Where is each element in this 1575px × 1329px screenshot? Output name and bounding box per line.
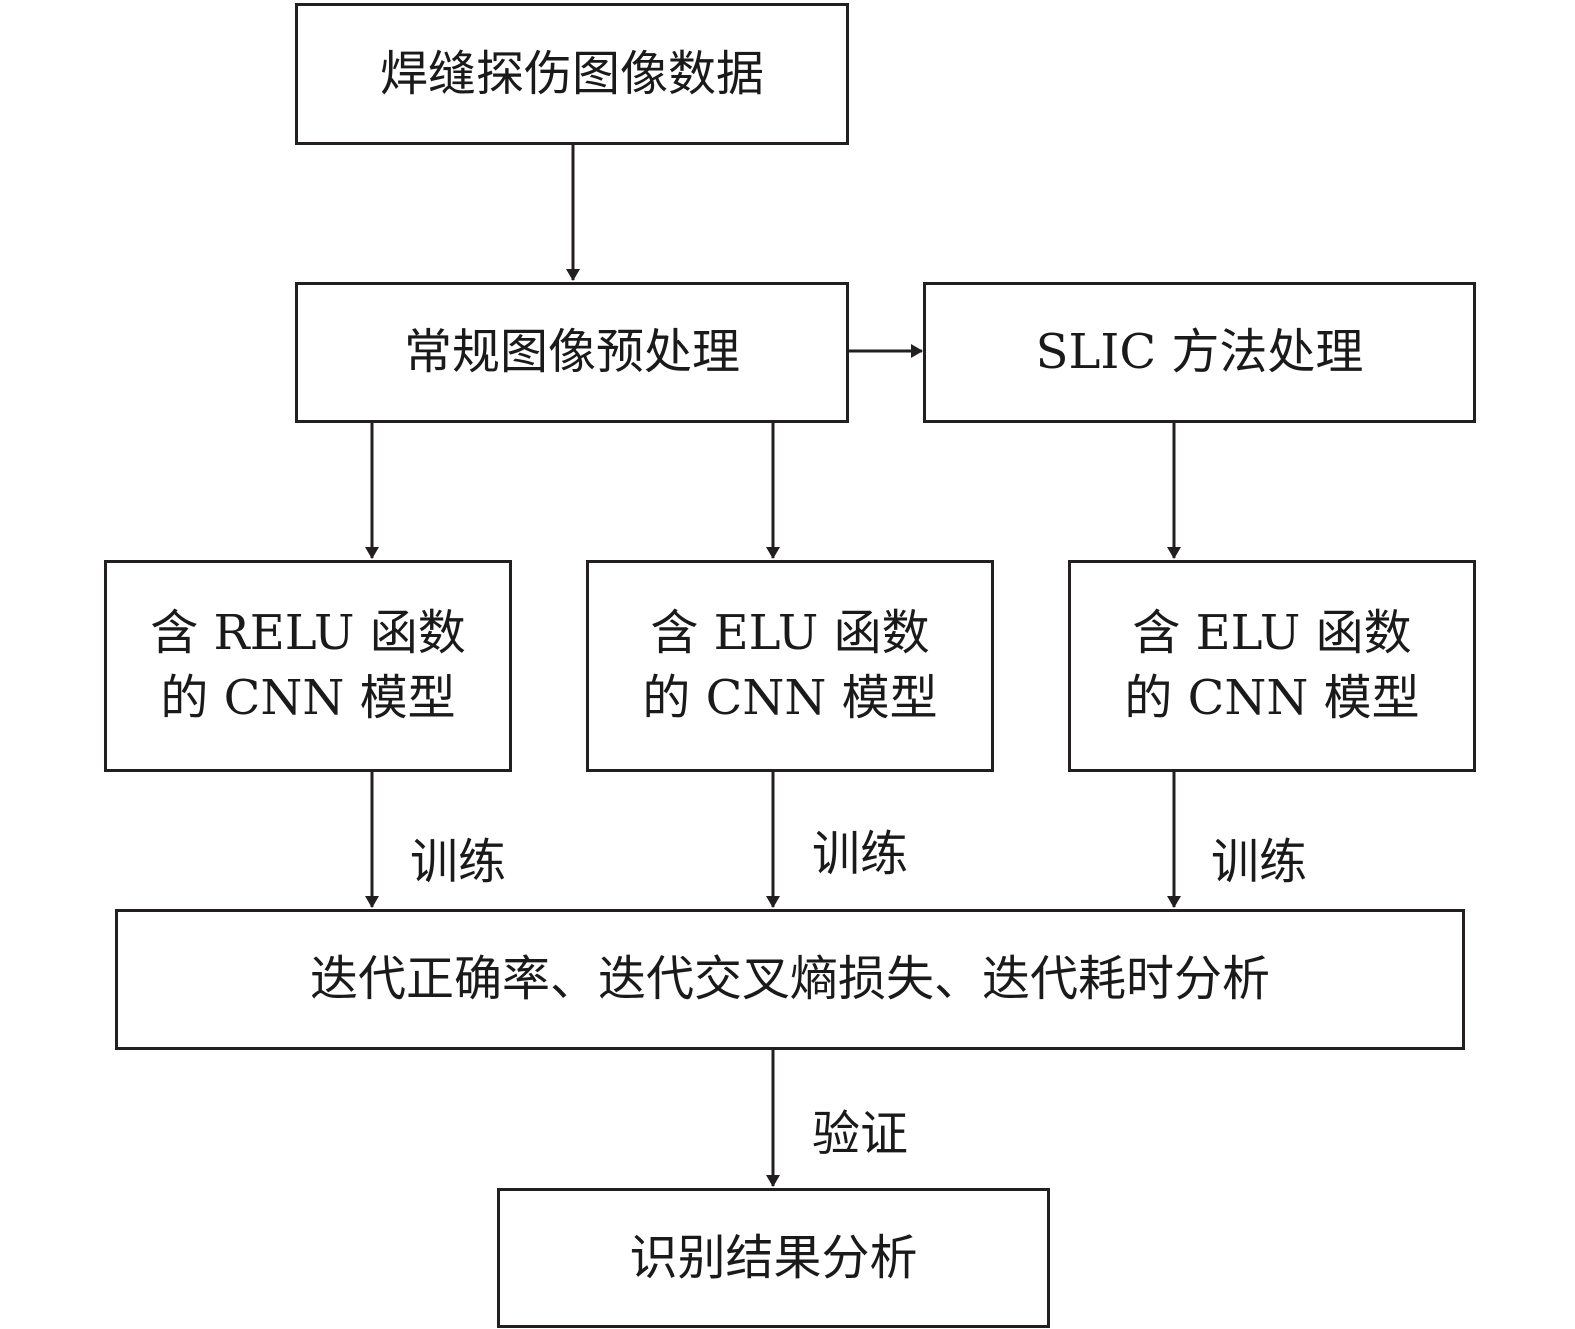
edge-label-train-2: 训练 — [812, 826, 909, 882]
node-cnn-relu-label: 含 RELU 函数 的 CNN 模型 — [150, 605, 466, 726]
edge-label-train-3: 训练 — [1211, 834, 1308, 890]
node-result-label: 识别结果分析 — [629, 1229, 918, 1286]
node-cnn-elu: 含 ELU 函数 的 CNN 模型 — [586, 560, 994, 772]
node-analysis-label: 迭代正确率、迭代交叉熵损失、迭代耗时分析 — [309, 951, 1270, 1008]
node-cnn-elu-slic-label: 含 ELU 函数 的 CNN 模型 — [1124, 605, 1420, 726]
edge-label-verify: 验证 — [812, 1106, 909, 1162]
node-source-data-label: 焊缝探伤图像数据 — [379, 45, 764, 102]
edge-label-train-1: 训练 — [410, 834, 507, 890]
node-cnn-elu-slic: 含 ELU 函数 的 CNN 模型 — [1068, 560, 1476, 772]
node-preprocess: 常规图像预处理 — [295, 282, 849, 423]
node-cnn-elu-label: 含 ELU 函数 的 CNN 模型 — [642, 605, 938, 726]
node-cnn-relu: 含 RELU 函数 的 CNN 模型 — [104, 560, 512, 772]
node-result: 识别结果分析 — [497, 1188, 1050, 1328]
node-preprocess-label: 常规图像预处理 — [403, 324, 740, 381]
node-slic-label: SLIC 方法处理 — [1035, 324, 1364, 381]
node-analysis: 迭代正确率、迭代交叉熵损失、迭代耗时分析 — [115, 909, 1465, 1050]
node-slic: SLIC 方法处理 — [923, 282, 1476, 423]
node-source-data: 焊缝探伤图像数据 — [295, 3, 849, 145]
